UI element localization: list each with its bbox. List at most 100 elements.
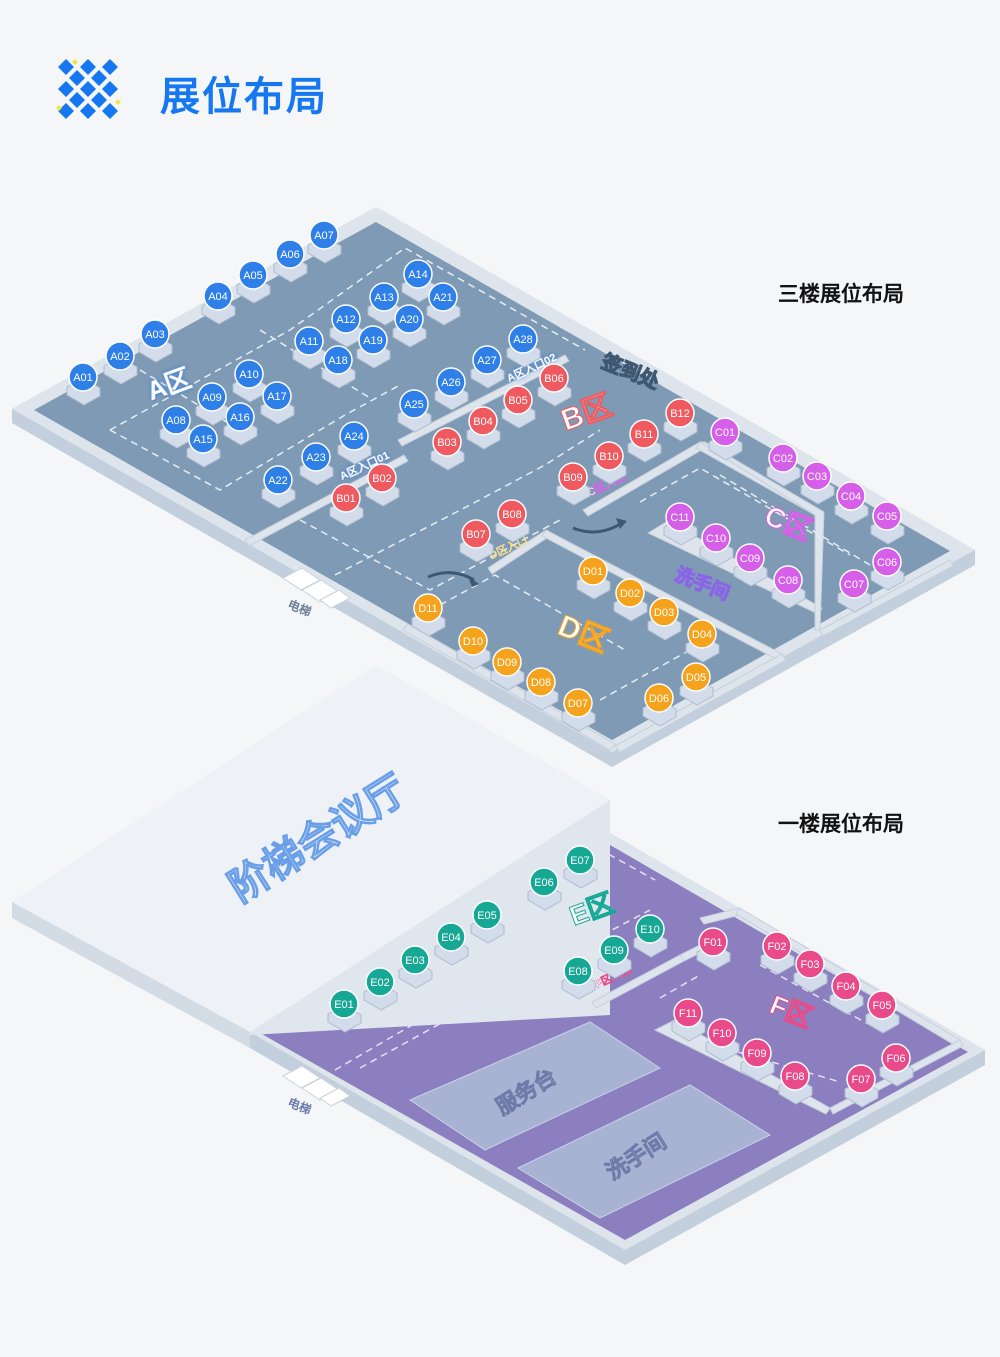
- booth-e08[interactable]: E08: [561, 956, 596, 1000]
- booth-c09[interactable]: C09: [733, 543, 768, 587]
- booth-a06[interactable]: A06: [273, 239, 308, 283]
- booth-d03[interactable]: D03: [647, 597, 682, 641]
- booth-a21[interactable]: A21: [426, 282, 461, 326]
- booth-f07[interactable]: F07: [844, 1064, 879, 1108]
- booth-d10[interactable]: D10: [456, 626, 491, 670]
- booth-a10[interactable]: A10: [232, 359, 267, 403]
- booth-e02[interactable]: E02: [363, 967, 398, 1011]
- booth-a20[interactable]: A20: [392, 304, 427, 348]
- booth-d09[interactable]: D09: [490, 647, 525, 691]
- booth-e10[interactable]: E10: [633, 914, 668, 958]
- booth-b09[interactable]: B09: [556, 462, 591, 506]
- booth-id-label: A20: [399, 314, 419, 326]
- booth-d02[interactable]: D02: [613, 578, 648, 622]
- booth-a14[interactable]: A14: [401, 259, 436, 303]
- booth-a05[interactable]: A05: [236, 260, 271, 304]
- booth-c08[interactable]: C08: [771, 565, 806, 609]
- booth-marker: [225, 402, 255, 432]
- booth-marker: [492, 647, 522, 677]
- booth-a12[interactable]: A12: [329, 304, 364, 348]
- booth-marker: [331, 483, 361, 513]
- booth-marker: [735, 543, 765, 573]
- booth-b02[interactable]: B02: [365, 463, 400, 507]
- booth-e03[interactable]: E03: [398, 945, 433, 989]
- booth-f01[interactable]: F01: [696, 927, 731, 971]
- booth-c02[interactable]: C02: [766, 443, 801, 487]
- booth-c04[interactable]: C04: [834, 481, 869, 525]
- booth-a18[interactable]: A18: [321, 345, 356, 389]
- booth-c03[interactable]: C03: [800, 461, 835, 505]
- booth-id-label: B11: [635, 429, 654, 441]
- booth-d11[interactable]: D11: [411, 593, 446, 637]
- booth-b04[interactable]: B04: [466, 406, 501, 450]
- booth-b01[interactable]: B01: [329, 483, 364, 527]
- booth-d05[interactable]: D05: [679, 662, 714, 706]
- booth-b12[interactable]: B12: [663, 398, 698, 442]
- booth-a27[interactable]: A27: [470, 345, 505, 389]
- booth-id-label: B10: [599, 451, 619, 463]
- booth-id-label: C07: [844, 579, 864, 591]
- booth-a03[interactable]: A03: [138, 319, 173, 363]
- booth-a04[interactable]: A04: [201, 281, 236, 325]
- booth-id-label: A27: [477, 355, 497, 367]
- booth-e01[interactable]: E01: [327, 989, 362, 1033]
- booth-c05[interactable]: C05: [870, 501, 905, 545]
- booth-b05[interactable]: B05: [501, 385, 536, 429]
- booth-a11[interactable]: A11: [292, 326, 327, 370]
- booth-e07[interactable]: E07: [563, 845, 598, 889]
- booth-a08[interactable]: A08: [159, 405, 194, 449]
- booth-d04[interactable]: D04: [685, 619, 720, 663]
- booth-c10[interactable]: C10: [699, 523, 734, 567]
- booth-a22[interactable]: A22: [261, 465, 296, 509]
- booth-a13[interactable]: A13: [367, 282, 402, 326]
- booth-marker: [563, 956, 593, 986]
- booth-a07[interactable]: A07: [307, 220, 342, 264]
- booth-f06[interactable]: F06: [879, 1043, 914, 1087]
- booth-c11[interactable]: C11: [663, 502, 698, 546]
- booth-a09[interactable]: A09: [195, 382, 230, 426]
- booth-marker: [436, 367, 466, 397]
- booth-f04[interactable]: F04: [829, 971, 864, 1015]
- booth-a17[interactable]: A17: [260, 381, 295, 425]
- booth-id-label: A19: [363, 335, 383, 347]
- booth-a28[interactable]: A28: [506, 324, 541, 368]
- booth-marker: [710, 417, 740, 447]
- booth-a01[interactable]: A01: [66, 362, 101, 406]
- booth-f02[interactable]: F02: [760, 931, 795, 975]
- booth-f08[interactable]: F08: [778, 1061, 813, 1105]
- booth-b06[interactable]: B06: [537, 363, 572, 407]
- booth-a15[interactable]: A15: [186, 424, 221, 468]
- booth-a26[interactable]: A26: [434, 367, 469, 411]
- booth-b10[interactable]: B10: [592, 441, 627, 485]
- booth-id-label: E04: [441, 932, 461, 944]
- booth-b11[interactable]: B11: [627, 419, 662, 463]
- booth-a02[interactable]: A02: [103, 341, 138, 385]
- booth-f09[interactable]: F09: [740, 1038, 775, 1082]
- booth-b08[interactable]: B08: [495, 499, 530, 543]
- booth-d06[interactable]: D06: [642, 683, 677, 727]
- booth-a25[interactable]: A25: [397, 389, 432, 433]
- booth-a16[interactable]: A16: [223, 402, 258, 446]
- booth-c06[interactable]: C06: [870, 547, 905, 591]
- booth-marker: [529, 867, 559, 897]
- booth-f03[interactable]: F03: [793, 949, 828, 993]
- booth-marker: [673, 998, 703, 1028]
- booth-b03[interactable]: B03: [430, 427, 465, 471]
- booth-c01[interactable]: C01: [708, 417, 743, 461]
- booth-marker: [358, 325, 388, 355]
- booth-f11[interactable]: F11: [671, 998, 706, 1042]
- booth-e04[interactable]: E04: [434, 922, 469, 966]
- booth-e05[interactable]: E05: [470, 900, 505, 944]
- booth-a19[interactable]: A19: [356, 325, 391, 369]
- booth-a24[interactable]: A24: [337, 421, 372, 465]
- booth-e09[interactable]: E09: [597, 935, 632, 979]
- booth-c07[interactable]: C07: [837, 569, 872, 613]
- booth-d08[interactable]: D08: [524, 667, 559, 711]
- booth-f05[interactable]: F05: [865, 990, 900, 1034]
- booth-a23[interactable]: A23: [299, 442, 334, 486]
- booth-b07[interactable]: B07: [459, 519, 494, 563]
- booth-d07[interactable]: D07: [561, 688, 596, 732]
- booth-f10[interactable]: F10: [705, 1018, 740, 1062]
- booth-e06[interactable]: E06: [527, 867, 562, 911]
- booth-d01[interactable]: D01: [576, 556, 611, 600]
